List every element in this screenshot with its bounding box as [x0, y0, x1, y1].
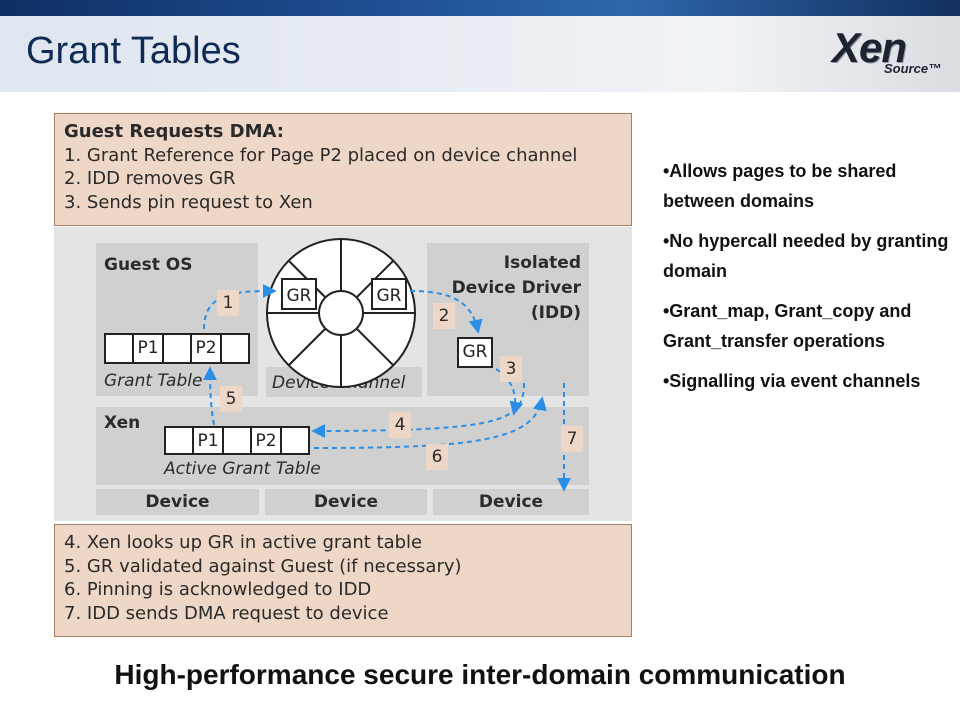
idd-label: Isolated Device Driver (IDD) [427, 251, 581, 326]
step-line: 7. IDD sends DMA request to device [64, 602, 389, 624]
idd-label-line: Isolated [503, 253, 581, 273]
arrow-step-6 [313, 396, 547, 449]
active-grant-cell-p2: P2 [250, 426, 282, 455]
guest-requests-box: Guest Requests DMA: 1. Grant Reference f… [54, 113, 632, 226]
grant-table-cell [220, 333, 250, 364]
slide-footer: High-performance secure inter-domain com… [114, 659, 846, 690]
xen-steps-box: 4. Xen looks up GR in active grant table… [54, 524, 632, 637]
step-number: 6 [426, 444, 448, 470]
device-pane [96, 489, 259, 515]
bullet-item: •Signalling via event channels [663, 371, 921, 391]
guest-os-label: Guest OS [104, 255, 193, 275]
bullet-item: •Allows pages to be shared between domai… [663, 161, 897, 211]
device-pane [265, 489, 427, 515]
arrow-step-4 [311, 382, 525, 438]
bullet-item: •Grant_map, Grant_copy and Grant_transfe… [663, 301, 912, 351]
idd-label-line: Device Driver [451, 278, 581, 298]
grant-table-label: Grant Table [104, 371, 203, 391]
diagram-graphics: GR GR [203, 238, 571, 492]
arrow-step-3 [495, 368, 524, 416]
step-line: 1. Grant Reference for Page P2 placed on… [64, 144, 578, 166]
step-number: 7 [561, 426, 583, 452]
active-grant-cell [280, 426, 310, 455]
device-channel-ring [266, 238, 416, 388]
grant-table-cell [162, 333, 192, 364]
idd-label-line: (IDD) [530, 303, 581, 323]
device-label: Device [478, 492, 544, 512]
active-grant-cell [222, 426, 252, 455]
device-label: Device [313, 492, 379, 512]
step-line: 6. Pinning is acknowledged to IDD [64, 579, 372, 600]
grant-table-diagram: Guest Requests DMA: 1. Grant Reference f… [54, 113, 632, 637]
step-number: 3 [500, 356, 522, 382]
step-line: 3. Sends pin request to Xen [64, 191, 313, 213]
device-pane [433, 489, 589, 515]
arrow-step-5 [203, 366, 218, 426]
device-label: Device [145, 492, 210, 512]
active-grant-table-label: Active Grant Table [164, 459, 321, 479]
bullet-list: •Allows pages to be shared between domai… [663, 156, 958, 406]
xen-label: Xen [104, 413, 141, 433]
step-number: 1 [217, 290, 239, 316]
guest-requests-heading: Guest Requests DMA: [64, 121, 284, 142]
idd-gr-cell: GR [457, 337, 493, 368]
active-grant-cell-p1: P1 [192, 426, 224, 455]
bullet-item: •No hypercall needed by granting domain [663, 231, 949, 281]
title-bar [0, 16, 960, 92]
step-line: 4. Xen looks up GR in active grant table [64, 532, 423, 553]
arrow-step-2 [409, 290, 483, 334]
logo-wordmark: Xen [832, 24, 907, 71]
top-banner [0, 0, 960, 16]
step-line: 2. IDD removes GR [64, 168, 236, 189]
xensource-logo: Xen Source™ [828, 22, 954, 82]
step-number: 5 [220, 386, 242, 412]
grant-table-cell [104, 333, 134, 364]
channel-gr-right: GR [377, 286, 402, 306]
guest-os-pane [96, 243, 258, 396]
channel-gr-left: GR [287, 286, 312, 306]
step-number: 4 [389, 412, 411, 438]
logo-subtext: Source™ [884, 61, 942, 76]
step-line: 5. GR validated against Guest (if necess… [64, 555, 462, 577]
arrow-step-1 [203, 284, 277, 330]
grant-table-cell-p2: P2 [190, 333, 222, 364]
step-number: 2 [433, 303, 455, 329]
slide-title: Grant Tables [26, 30, 241, 72]
